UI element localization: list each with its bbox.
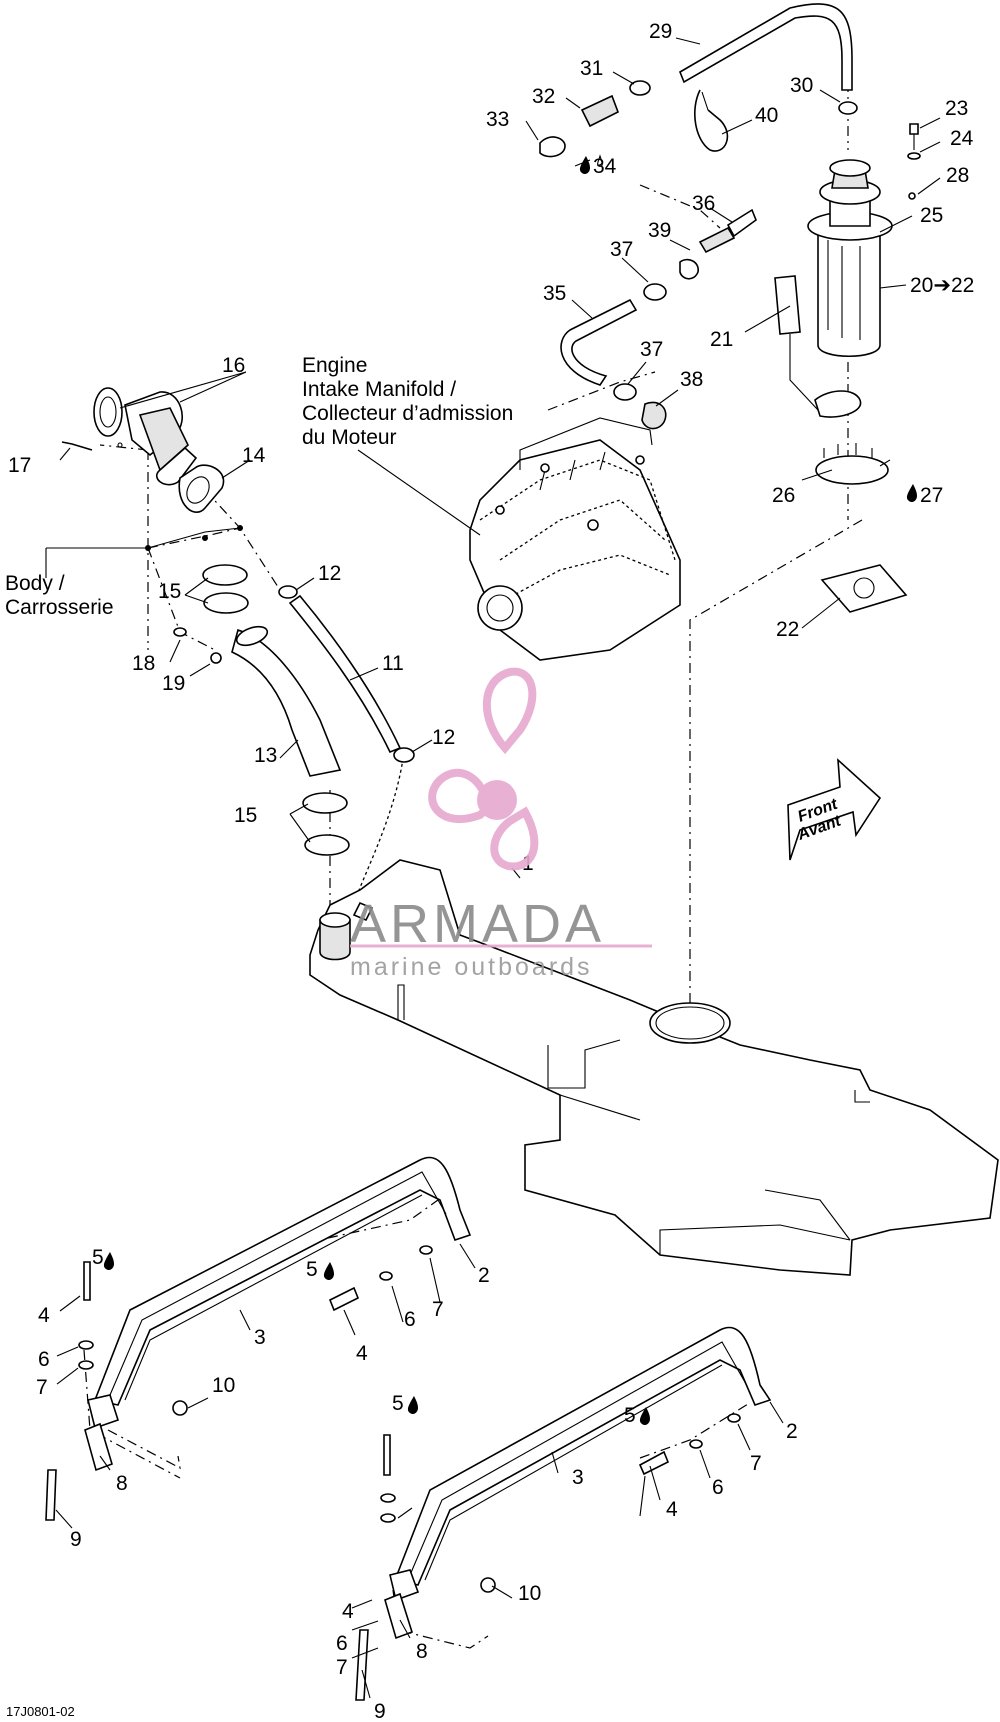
callout-23: 23 <box>945 97 968 120</box>
callout-12b: 12 <box>432 726 455 749</box>
callout-19: 19 <box>162 672 185 695</box>
fuel-line <box>560 208 757 430</box>
callout-21: 21 <box>710 328 733 351</box>
callout-22: 22 <box>776 618 799 641</box>
callout-17: 17 <box>8 454 31 477</box>
callout-5b: 5 <box>306 1258 318 1281</box>
watermark-subtitle: marine outboards <box>350 953 593 981</box>
callout-4c: 4 <box>666 1498 678 1521</box>
engine-label-line1: Engine <box>302 354 367 377</box>
watermark-title: ARMADA <box>350 894 605 954</box>
callout-3b: 3 <box>572 1466 584 1489</box>
callout-7d: 7 <box>336 1656 348 1679</box>
watermark: ARMADA marine outboards <box>350 667 652 981</box>
callout-6d: 6 <box>336 1632 348 1655</box>
callout-28: 28 <box>946 164 969 187</box>
drop-icon <box>407 1396 418 1415</box>
drop-icon <box>103 1252 114 1271</box>
callout-10a: 10 <box>212 1374 235 1397</box>
callout-39: 39 <box>648 219 671 242</box>
figure-code: 17J0801-02 <box>6 1704 75 1719</box>
vent-line <box>539 3 858 168</box>
body-label-line2: Carrosserie <box>5 596 114 619</box>
callout-25: 25 <box>920 204 943 227</box>
callout-33: 33 <box>486 108 509 131</box>
callout-32: 32 <box>532 85 555 108</box>
callout-16: 16 <box>222 354 245 377</box>
drop-icon <box>579 156 590 175</box>
tank-straps <box>45 1156 772 1701</box>
intake-manifold <box>469 417 681 661</box>
callout-6b: 6 <box>38 1348 50 1371</box>
callout-5c: 5 <box>392 1392 404 1415</box>
callout-37b: 37 <box>640 338 663 361</box>
engine-label: Engine Intake Manifold / Collecteur d’ad… <box>302 354 513 536</box>
callout-34: 34 <box>593 155 617 178</box>
arrow-right-icon <box>787 758 882 861</box>
callout-7b: 7 <box>36 1376 48 1399</box>
callout-20: 20➔22 <box>910 274 974 297</box>
callout-5d: 5 <box>624 1404 636 1427</box>
callout-8a: 8 <box>116 1472 128 1495</box>
leader-lines <box>55 37 941 1699</box>
callout-7c: 7 <box>750 1452 762 1475</box>
callout-35: 35 <box>543 282 566 305</box>
callout-6a: 6 <box>404 1308 416 1331</box>
callout-9b: 9 <box>374 1700 386 1722</box>
drop-icon <box>906 484 917 503</box>
callout-27: 27 <box>920 484 943 507</box>
drop-icons <box>103 156 917 1426</box>
callout-7a: 7 <box>432 1298 444 1321</box>
callout-13: 13 <box>254 744 277 767</box>
callout-8b: 8 <box>416 1640 428 1663</box>
engine-label-line2: Intake Manifold / <box>302 378 456 401</box>
front-arrow: Front Avant <box>787 758 882 861</box>
engine-label-line4: du Moteur <box>302 426 397 449</box>
callout-38: 38 <box>680 368 703 391</box>
callout-18: 18 <box>132 652 155 675</box>
callouts: 29 31 32 33 34 30 40 23 24 28 25 20➔22 2… <box>8 20 974 1722</box>
callout-40: 40 <box>755 104 778 127</box>
drop-icon <box>639 1407 650 1426</box>
callout-15b: 15 <box>234 804 257 827</box>
callout-29: 29 <box>649 20 672 43</box>
callout-31: 31 <box>580 57 603 80</box>
callout-30: 30 <box>790 74 813 97</box>
callout-37a: 37 <box>610 238 633 261</box>
callout-4a: 4 <box>356 1342 368 1365</box>
propeller-logo <box>428 667 539 871</box>
callout-10b: 10 <box>518 1582 541 1605</box>
body-reference: Body / Carrosserie <box>5 525 243 619</box>
callout-6c: 6 <box>712 1476 724 1499</box>
callout-3a: 3 <box>254 1326 266 1349</box>
callout-2b: 2 <box>786 1420 798 1443</box>
callout-4b: 4 <box>38 1304 50 1327</box>
filler-neck-assembly <box>61 387 415 856</box>
callout-36: 36 <box>692 192 715 215</box>
callout-11: 11 <box>382 652 404 675</box>
callout-14: 14 <box>242 444 266 467</box>
center-lines <box>83 60 863 1649</box>
callout-15a: 15 <box>158 580 181 603</box>
fuel-tank <box>309 859 999 1276</box>
callout-9a: 9 <box>70 1528 82 1551</box>
drop-icon <box>323 1262 334 1281</box>
callout-5a: 5 <box>92 1246 104 1269</box>
body-label-line1: Body / <box>5 572 65 595</box>
callout-2a: 2 <box>478 1264 490 1287</box>
callout-4d: 4 <box>342 1600 354 1623</box>
fuel-pump-assembly <box>774 123 921 613</box>
callout-12a: 12 <box>318 562 341 585</box>
engine-label-line3: Collecteur d’admission <box>302 402 513 425</box>
callout-26: 26 <box>772 484 795 507</box>
callout-24: 24 <box>950 127 974 150</box>
